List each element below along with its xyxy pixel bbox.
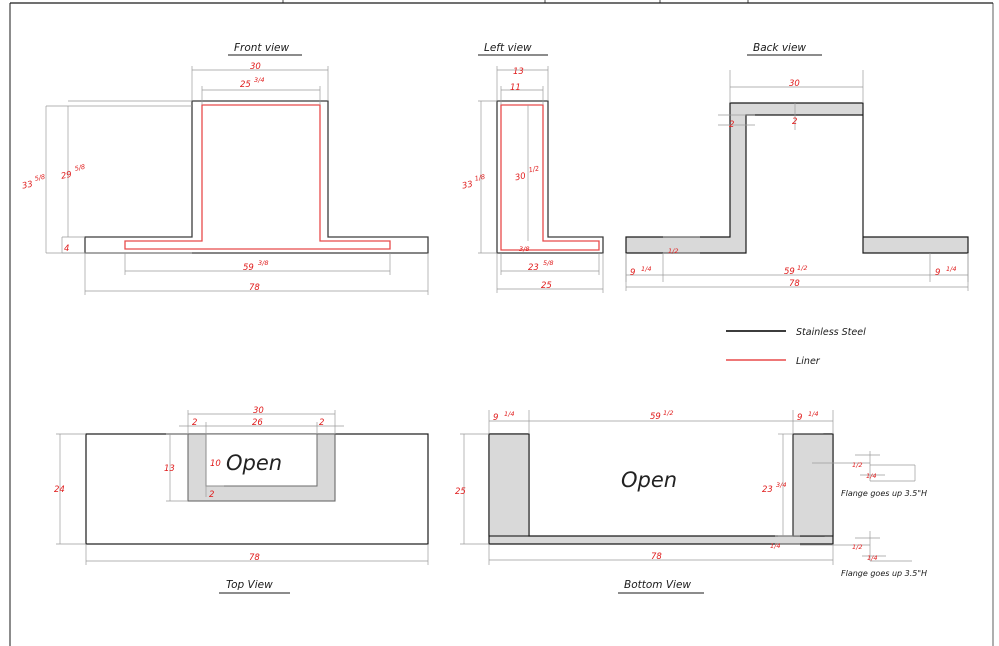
svg-text:9: 9 xyxy=(630,268,635,278)
svg-text:9: 9 xyxy=(493,413,498,423)
svg-text:9: 9 xyxy=(935,268,940,278)
flange-upper-dim-a: 1/2 xyxy=(852,461,862,469)
bottom-view: Open 9 1/4 59 1/2 xyxy=(455,409,834,594)
top-dim-overall-width: 78 xyxy=(249,553,260,563)
left-dim-inner-height: 30 1/2 xyxy=(514,164,540,183)
svg-text:5/8: 5/8 xyxy=(34,173,46,183)
back-dim-side-thk: 2 xyxy=(729,120,734,130)
flange-upper-dim-b: 1/4 xyxy=(866,472,876,480)
front-dim-top-outer: 30 xyxy=(250,62,261,72)
top-dim-left-wall: 2 xyxy=(192,418,197,428)
svg-text:33: 33 xyxy=(461,180,474,192)
flange-note-lower: Flange goes up 3.5"H xyxy=(841,569,927,578)
title-block-fragment xyxy=(9,0,994,646)
back-dim-center-width: 59 1/2 xyxy=(784,264,807,277)
svg-text:1/4: 1/4 xyxy=(808,410,818,418)
bottom-dim-center-width: 59 1/2 xyxy=(650,409,673,422)
svg-text:1/2: 1/2 xyxy=(668,247,678,255)
top-dim-depth-inner: 10 xyxy=(210,459,221,469)
legend-liner-label: Liner xyxy=(796,356,821,367)
front-dim-left-outer: 33 5/8 xyxy=(21,173,46,192)
bottom-dim-inner-height: 23 3/4 xyxy=(762,481,786,495)
svg-text:3/4: 3/4 xyxy=(776,481,786,489)
svg-text:1/4: 1/4 xyxy=(504,410,514,418)
left-dim-bottom-outer: 25 xyxy=(541,281,552,291)
bottom-view-title: Bottom View xyxy=(624,579,691,591)
flange-lower-dim-b: 1/4 xyxy=(867,554,877,562)
top-view: Open 30 26 2 2 13 10 2 xyxy=(54,406,429,594)
legend: Stainless Steel Liner xyxy=(726,327,866,367)
front-view: Front view xyxy=(21,42,429,295)
svg-text:23: 23 xyxy=(528,263,539,273)
top-opening-inner xyxy=(205,433,318,487)
back-view-title: Back view xyxy=(753,42,806,54)
left-dim-base-thk: 3/8 xyxy=(519,245,529,253)
back-dim-right-flange: 9 1/4 xyxy=(935,265,956,278)
back-steel-profile xyxy=(625,102,969,254)
top-dim-bottom-wall: 2 xyxy=(209,490,214,500)
svg-text:59: 59 xyxy=(243,263,254,273)
back-dim-base-thk: 1/2 xyxy=(668,247,678,255)
svg-text:3/4: 3/4 xyxy=(254,76,264,84)
front-liner-outline xyxy=(124,104,391,250)
left-dim-top-inner: 11 xyxy=(510,83,521,93)
svg-text:1/2: 1/2 xyxy=(663,409,673,417)
front-steel-outline xyxy=(84,100,429,254)
flange-lower-dim-a: 1/2 xyxy=(852,543,862,551)
top-dim-right-wall: 2 xyxy=(319,418,324,428)
svg-text:1/4: 1/4 xyxy=(641,265,651,273)
svg-text:9: 9 xyxy=(797,413,802,423)
svg-text:3/8: 3/8 xyxy=(258,259,268,267)
bottom-dim-lip: 1/4 xyxy=(770,542,780,550)
bottom-dim-left-flange: 9 1/4 xyxy=(493,410,514,423)
svg-text:59: 59 xyxy=(650,412,661,422)
back-dim-top-thk: 2 xyxy=(792,117,797,127)
svg-text:1/2: 1/2 xyxy=(528,164,540,174)
svg-text:30: 30 xyxy=(514,171,527,183)
front-dim-top-inner: 25 3/4 xyxy=(240,76,264,90)
svg-text:1/4: 1/4 xyxy=(946,265,956,273)
bottom-right-flange xyxy=(792,433,834,537)
bottom-open-label: Open xyxy=(621,468,677,492)
svg-text:5/8: 5/8 xyxy=(74,163,86,173)
legend-steel-label: Stainless Steel xyxy=(796,327,866,338)
svg-text:33: 33 xyxy=(21,180,34,192)
left-dim-top-outer: 13 xyxy=(513,67,524,77)
left-dim-height: 33 1/8 xyxy=(461,173,486,192)
left-dim-bottom-inner: 23 5/8 xyxy=(528,259,553,273)
top-dim-depth-outer: 13 xyxy=(164,464,175,474)
top-dim-inner-width: 26 xyxy=(252,418,263,428)
bottom-left-flange xyxy=(488,433,530,537)
svg-text:1/2: 1/2 xyxy=(797,264,807,272)
front-dim-left-inner: 29 5/8 xyxy=(60,163,86,182)
front-view-title: Front view xyxy=(234,42,289,54)
back-dim-left-flange: 9 1/4 xyxy=(630,265,651,278)
bottom-dim-right-flange: 9 1/4 xyxy=(797,410,818,423)
left-view-title: Left view xyxy=(484,42,532,54)
flange-detail-lower: 1/2 1/4 Flange goes up 3.5"H xyxy=(800,531,927,578)
svg-text:1/8: 1/8 xyxy=(474,173,486,183)
flange-note-upper: Flange goes up 3.5"H xyxy=(841,489,927,498)
flange-detail-upper: 1/2 1/4 Flange goes up 3.5"H xyxy=(812,451,927,498)
top-dim-height: 24 xyxy=(54,485,65,495)
top-open-label: Open xyxy=(226,451,282,475)
svg-text:25: 25 xyxy=(240,80,251,90)
front-dim-bottom-inner: 59 3/8 xyxy=(243,259,268,273)
top-view-title: Top View xyxy=(226,579,273,591)
svg-text:29: 29 xyxy=(60,170,73,182)
top-dim-outer-width: 30 xyxy=(253,406,264,416)
left-view: Left view 13 11 33 1/8 xyxy=(461,42,604,293)
bottom-dim-overall-width: 78 xyxy=(651,552,662,562)
front-dim-base-height: 4 xyxy=(64,244,69,254)
front-dim-bottom-outer: 78 xyxy=(249,283,260,293)
svg-text:5/8: 5/8 xyxy=(543,259,553,267)
bottom-dim-height: 25 xyxy=(455,487,466,497)
back-dim-top-width: 30 xyxy=(789,79,800,89)
left-steel-outline xyxy=(496,100,604,254)
back-dim-overall: 78 xyxy=(789,279,800,289)
back-view: Back view 30 2 2 1/2 xyxy=(625,42,969,291)
svg-text:59: 59 xyxy=(784,267,795,277)
svg-text:23: 23 xyxy=(762,485,773,495)
